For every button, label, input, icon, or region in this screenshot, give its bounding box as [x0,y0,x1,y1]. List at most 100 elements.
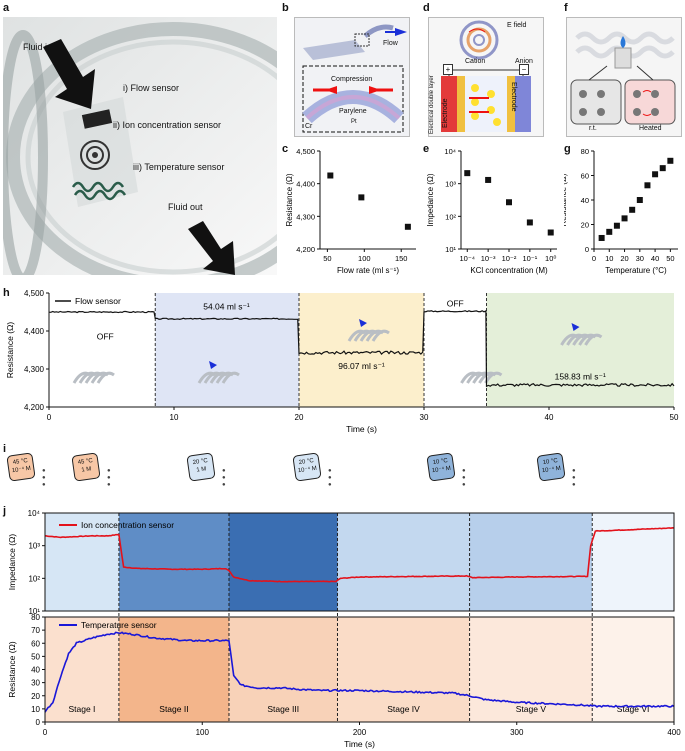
channel-sketch [72,371,115,384]
ion-stage-region [469,513,593,611]
temperature-line [44,631,675,713]
edl-label: Electrical double layer [429,75,435,134]
rt-label: r.t. [589,125,597,132]
ion-stage-region [337,513,470,611]
channel-sketch [347,319,390,342]
x-tick-label: 10⁰ [545,254,556,263]
x-axis-label: Temperature (°C) [605,266,667,275]
y-tick-label: 4,300 [296,212,315,221]
ion-stage-region [118,513,229,611]
stage-label: Stage V [516,704,547,714]
cation-label: Cation [465,58,486,65]
y-tick-label: 60 [31,639,40,648]
y-tick-label: 4,500 [24,289,45,298]
temp-sensor-label: iii) Temperature sensor [133,162,225,172]
x-tick-label: 400 [667,728,681,737]
x-tick-label: 30 [636,254,644,263]
data-point [485,176,492,183]
x-tick-label: 30 [420,413,429,422]
legend-label: Flow sensor [75,296,121,306]
x-tick-label: 100 [196,728,210,737]
y-tick-label: 4,500 [296,147,315,156]
x-tick-label: 0 [43,728,48,737]
flow-annotation: OFF [447,298,464,308]
data-point [629,206,636,213]
x-tick-label: 0 [592,254,596,263]
x-tick-label: 40 [545,413,554,422]
x-tick-label: 200 [353,728,367,737]
droplet-icon: ●●● [222,468,226,488]
schematic-panel-d: E field Cation Anion Electrical double l… [428,17,544,137]
data-point [547,229,554,236]
panel-label-i: i [3,443,7,455]
stage-label: Stage II [159,704,188,714]
channel-line [371,329,390,342]
y-tick-label: 10¹ [445,245,456,254]
y-tick-label: 80 [581,147,589,156]
data-point [636,197,643,203]
pt-label: Pt [351,119,357,125]
data-point [621,215,628,222]
flow-region [155,293,299,407]
flow-annotation: OFF [97,332,114,342]
efield-label: E field [507,22,527,29]
droplet-icon: ●●● [107,468,111,488]
y-tick-label: 60 [581,172,589,181]
y-tick-label: 4,200 [296,245,315,254]
y-axis-label: Resistance (Ω) [285,173,294,226]
y-axis-label: Resistance (Ω) [7,641,17,698]
x-tick-label: 20 [620,254,628,263]
x-axis-label: KCl concentration (M) [470,266,548,275]
channel-line [96,371,115,384]
data-point [652,171,659,178]
legend-label: Temperature sensor [81,620,157,630]
y-tick-label: 10⁴ [444,147,456,156]
droplet-icon: ●●● [328,468,332,488]
y-tick-label: 4,200 [24,403,45,412]
flow-region [424,293,487,407]
y-tick-label: 10¹ [28,607,40,616]
data-point [667,157,674,164]
y-tick-label: 10³ [445,180,456,189]
y-axis-label: Impedance (Ω) [7,534,17,591]
y-tick-label: 10² [28,574,40,583]
ion-stage-region [592,513,674,611]
flow-label: Flow [383,40,398,47]
data-point [659,165,666,172]
data-point [327,172,334,179]
y-tick-label: 80 [31,613,40,622]
ion-stage-region [45,513,119,611]
x-tick-label: 100 [358,254,371,263]
ion-sensor-label: ii) Ion concentration sensor [113,120,222,130]
top-frame [44,512,675,612]
y-tick-label: 4,400 [24,327,45,336]
compression-label: Compression [331,76,373,83]
flow-annotation: 54.04 ml s⁻¹ [203,301,250,311]
data-point [606,228,613,235]
x-tick-label: 150 [395,254,408,263]
panel-label-d: d [423,2,430,14]
channel-sketch [197,361,240,384]
flow-sensor-label: i) Flow sensor [123,83,180,93]
ion-stage-region [228,513,338,611]
fluid-in-label: Fluid in [23,42,53,52]
droplet-icon: ●●● [462,468,466,488]
panel-label-b: b [282,2,289,14]
y-tick-label: 40 [581,196,589,205]
y-tick-label: 10 [31,705,40,714]
channel-line [584,333,603,346]
data-point [404,223,411,230]
x-axis-label: Flow rate (ml s⁻¹) [337,266,399,275]
heated-label: Heated [639,125,662,132]
x-tick-label: 300 [510,728,524,737]
y-axis-label: Resistance (Ω) [5,322,15,379]
